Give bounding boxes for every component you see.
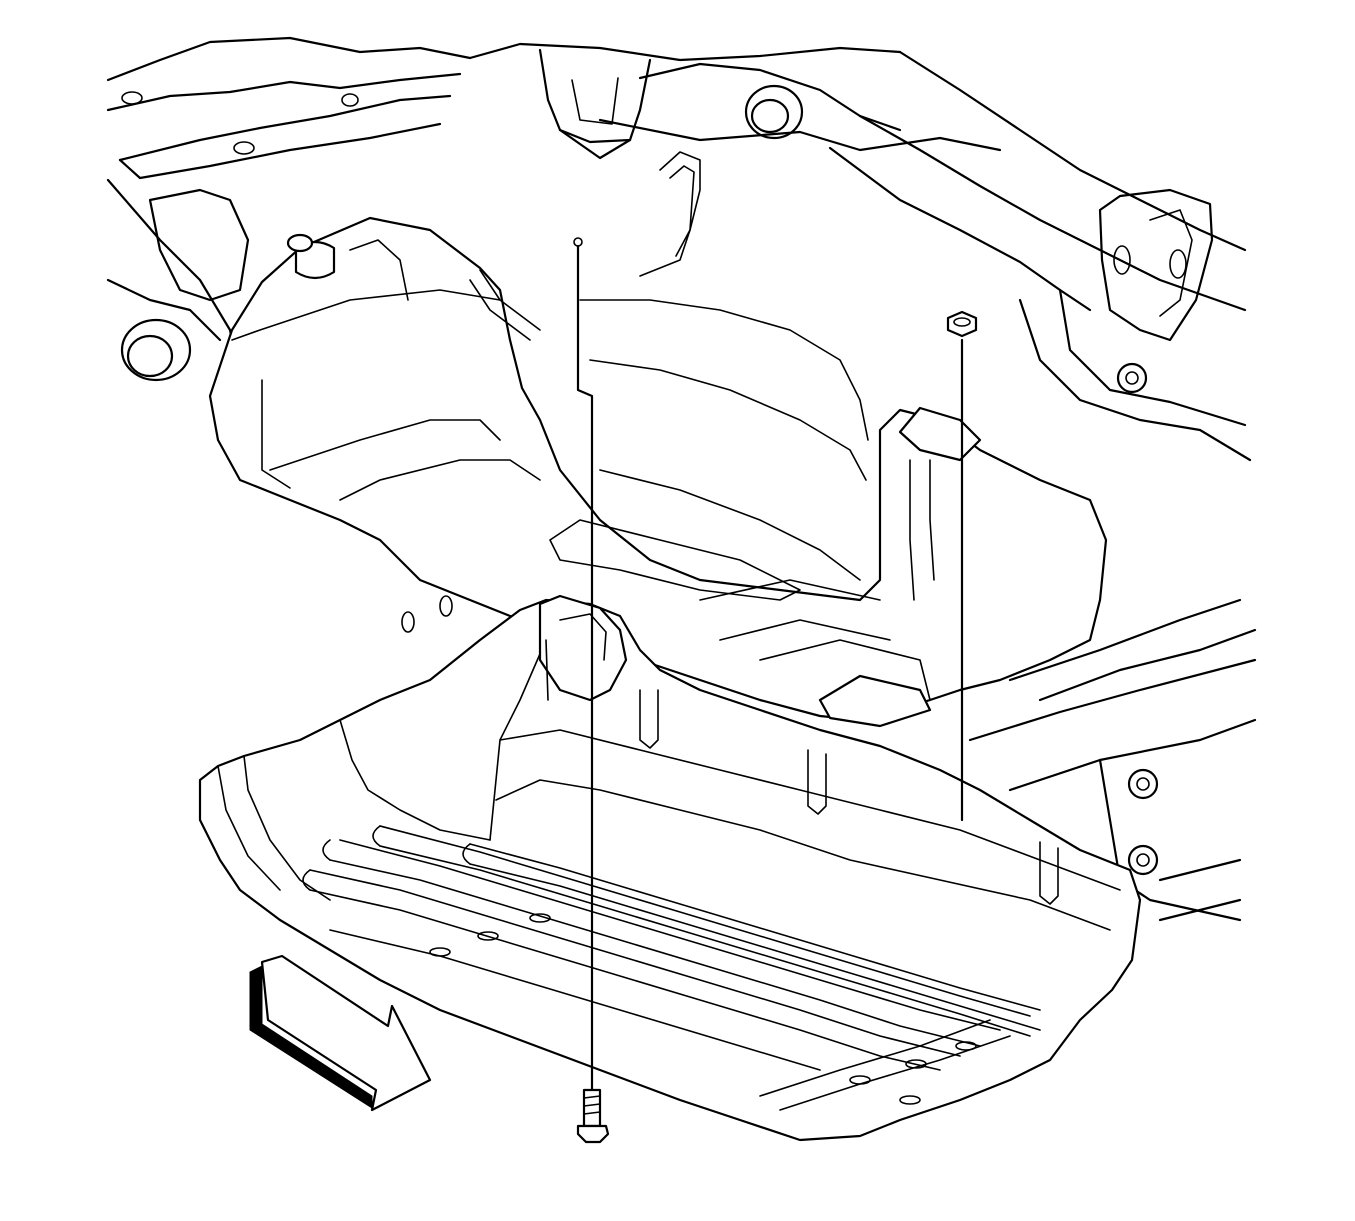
front-direction-arrow [249,954,432,1112]
vehicle-frame [106,36,1257,922]
shield-ribs [302,825,1041,1111]
shield-bolt-front [573,237,610,1144]
fuel-tank-shield [198,594,1142,1142]
frame-rivets [1116,362,1159,876]
fuel-tank [208,151,1108,728]
shield-bolt-rear [946,310,978,822]
